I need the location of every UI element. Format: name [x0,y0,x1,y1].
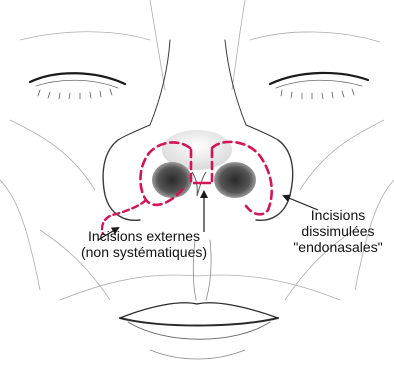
endonasal-incisions-label-line1: Incisions [276,207,394,223]
endonasal-incisions-label-line2: dissimulées [276,223,394,239]
external-incisions-label-line1: Incisions externes [62,228,226,244]
external-incisions-label: Incisions externes (non systématiques) [62,228,226,260]
left-nostril [152,162,192,198]
endonasal-incisions-label: Incisions dissimulées "endonasales" [276,207,394,255]
right-eye [270,73,368,99]
endonasal-incisions-label-line3: "endonasales" [276,239,394,255]
external-incisions-label-line2: (non systématiques) [62,244,226,260]
right-nostril [214,162,256,198]
left-eye [30,73,125,99]
